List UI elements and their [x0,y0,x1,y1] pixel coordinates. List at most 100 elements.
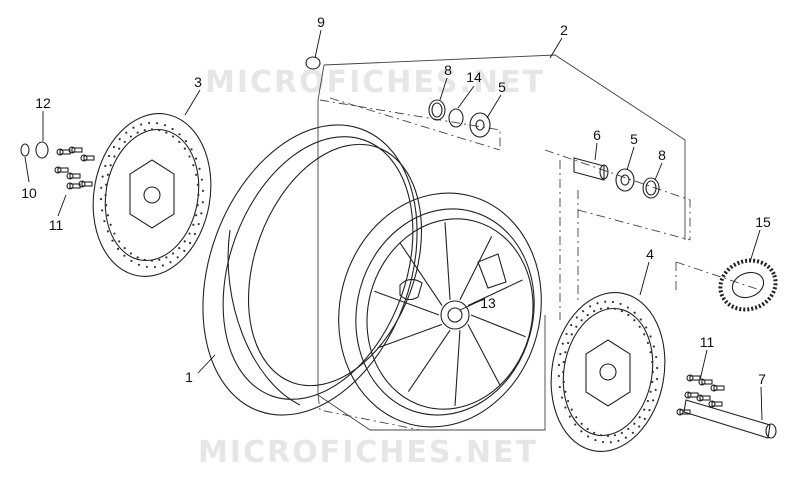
disc-hole [190,148,193,151]
disc-hole [118,138,121,141]
callout-labels: 1 2 3 4 5 5 6 7 8 8 9 10 11 11 12 13 14 … [21,14,771,387]
disc-holes-right [557,300,659,444]
disc-hole [568,415,571,418]
callout-15: 15 [755,214,771,230]
callout-5-right: 5 [630,131,638,147]
disc-hole [129,135,133,138]
disc-hole [646,341,650,345]
disc-hole [652,345,656,348]
disc-hole [564,390,567,393]
bolt [83,155,95,161]
disc-hole [613,434,617,437]
bolt [701,379,713,385]
disc-hole [155,122,159,125]
bolt [713,385,725,391]
disc-hole [651,360,654,364]
disc-hole [201,189,205,192]
callout-4: 4 [646,246,654,262]
disc-hole [106,214,109,217]
disc-hole [582,310,585,313]
disc-hole [109,164,112,167]
disc-hole [104,164,107,168]
disc-hole [103,220,106,223]
disc-hole [169,261,172,264]
spoke [454,330,461,406]
disc-hole [652,399,655,402]
bolt-head [684,391,692,399]
disc-hole [196,204,199,207]
disc-hole [580,430,583,433]
callout-12: 12 [35,95,51,111]
disc-hole [649,351,652,354]
spoke [459,236,493,301]
small-parts [20,56,777,439]
disc-hole [111,239,114,242]
disc-hole [655,377,659,381]
disc-hole [645,326,648,329]
disc-hole [195,214,198,217]
disc-hole [153,265,157,269]
abs-tone-ring [718,258,778,312]
disc-hole [104,193,107,197]
disc-hole [161,264,164,267]
callout-5-top: 5 [498,79,506,95]
callout-1: 1 [185,369,193,385]
disc-hole [101,175,104,178]
spoke [467,324,501,386]
bolt [69,183,81,189]
watermark-bottom: MICROFICHES.NET [198,435,538,470]
disc-hole [594,438,597,442]
disc-hole [123,254,126,257]
disc-hole [176,256,179,259]
disc-hole [140,123,143,126]
disc-hole [633,422,636,425]
watermark-top: MICROFICHES.NET [205,65,545,100]
disc-hole [183,249,186,252]
disc-hole [198,167,201,170]
disc-hole [562,360,565,364]
disc-hole [125,131,128,134]
disc-hole [123,140,126,144]
disc-hole [178,133,181,136]
callout-7: 7 [758,371,766,387]
callout-13: 13 [480,295,496,311]
disc-hole [570,324,573,327]
callout-11-right: 11 [700,334,715,350]
disc-hole [158,129,161,132]
disc-hole [586,313,589,317]
disc-hole [192,164,195,167]
disc-hole [137,263,141,266]
disc-hole [580,422,583,425]
disc-hole [165,256,168,259]
disc-hole [193,232,197,236]
disc-hole [643,333,646,336]
disc-hole [101,209,104,212]
disc-hole [620,310,623,313]
disc-hole [575,416,578,419]
left-brake-disc [92,113,212,277]
disc-hole [188,155,191,158]
disc-hole [651,370,654,374]
disc-hole [643,408,646,411]
bolt [687,392,699,398]
disc-hole [171,127,174,131]
disc-hole [183,240,186,243]
disc-hole [566,399,570,403]
bolt-head [66,182,74,190]
bolt-head [56,148,64,156]
disc-hole [106,230,110,233]
bolt-head [708,400,716,408]
disc-hole [620,431,623,434]
disc-hole [171,252,175,255]
disc-hole [633,311,636,314]
disc-hole [150,259,154,262]
disc-hole [570,333,573,336]
disc-holes-left [99,121,205,269]
disc-hole [118,240,121,243]
disc-hole [158,258,161,261]
disc-hole [113,232,116,235]
bolt-head [68,146,76,154]
disc-hole [562,380,565,384]
disc-hole [575,316,578,319]
disc-hole [638,425,641,428]
